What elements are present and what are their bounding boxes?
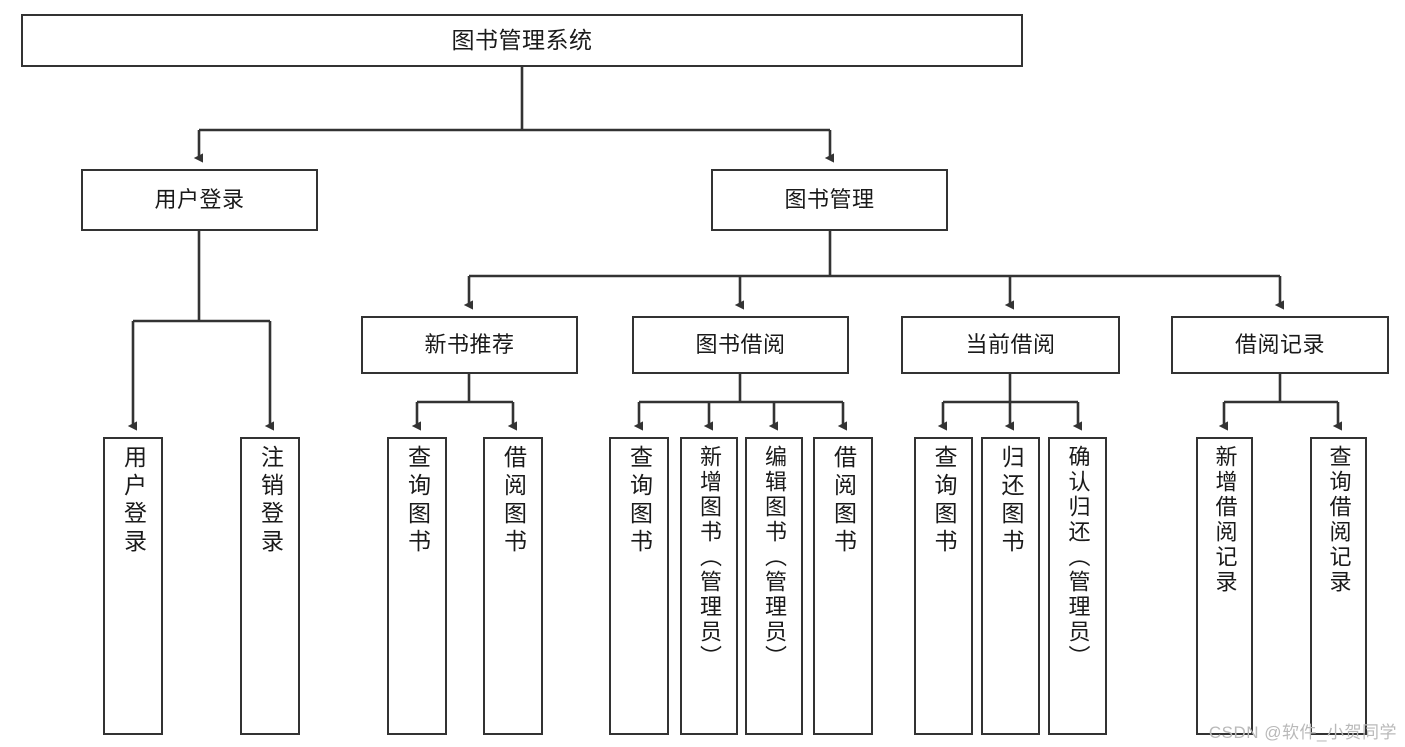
leaf-current-confirm-return-admin[interactable]: 确认归还（管理员） <box>1048 437 1107 735</box>
leaf-rec-query-book[interactable]: 查询图书 <box>387 437 447 735</box>
node-label: 借阅记录 <box>1234 332 1325 358</box>
node-label: 新增借阅记录 <box>1212 445 1238 595</box>
node-label: 图书管理系统 <box>451 26 593 53</box>
node-label: 用户登录 <box>154 187 245 213</box>
leaf-rec-borrow-book[interactable]: 借阅图书 <box>483 437 543 735</box>
node-book-borrowing[interactable]: 图书借阅 <box>632 316 849 374</box>
node-root-book-management-system[interactable]: 图书管理系统 <box>21 14 1023 67</box>
leaf-borrow-edit-book-admin[interactable]: 编辑图书（管理员） <box>745 437 803 735</box>
node-label: 查询借阅记录 <box>1326 445 1352 595</box>
node-label: 查询图书 <box>404 445 431 557</box>
csdn-watermark: CSDN @软件_小贺同学 <box>1208 723 1397 742</box>
node-user-login[interactable]: 用户登录 <box>81 169 318 231</box>
leaf-current-return-book[interactable]: 归还图书 <box>981 437 1040 735</box>
node-label: 当前借阅 <box>965 332 1056 358</box>
leaf-record-query-borrow-record[interactable]: 查询借阅记录 <box>1310 437 1367 735</box>
node-new-book-recommendation[interactable]: 新书推荐 <box>361 316 578 374</box>
node-label: 注销登录 <box>257 445 284 557</box>
node-label: 确认归还（管理员） <box>1065 445 1091 670</box>
node-book-management[interactable]: 图书管理 <box>711 169 948 231</box>
leaf-borrow-query-book[interactable]: 查询图书 <box>609 437 669 735</box>
node-label: 查询图书 <box>626 445 653 557</box>
leaf-borrow-add-book-admin[interactable]: 新增图书（管理员） <box>680 437 738 735</box>
node-label: 新增图书（管理员） <box>697 445 722 670</box>
node-label: 图书借阅 <box>695 332 786 358</box>
node-label: 图书管理 <box>784 187 875 213</box>
leaf-record-add-borrow-record[interactable]: 新增借阅记录 <box>1196 437 1253 735</box>
leaf-user-logout[interactable]: 注销登录 <box>240 437 300 735</box>
node-label: 归还图书 <box>998 445 1024 557</box>
node-label: 用户登录 <box>120 445 147 557</box>
leaf-user-login[interactable]: 用户登录 <box>103 437 163 735</box>
node-borrowing-records[interactable]: 借阅记录 <box>1171 316 1389 374</box>
node-label: 借阅图书 <box>830 445 857 557</box>
node-current-borrowing[interactable]: 当前借阅 <box>901 316 1120 374</box>
leaf-current-query-book[interactable]: 查询图书 <box>914 437 973 735</box>
node-label: 新书推荐 <box>424 332 515 358</box>
node-label: 编辑图书（管理员） <box>762 445 787 670</box>
node-label: 借阅图书 <box>500 445 527 557</box>
leaf-borrow-borrow-book[interactable]: 借阅图书 <box>813 437 873 735</box>
node-label: 查询图书 <box>931 445 957 557</box>
